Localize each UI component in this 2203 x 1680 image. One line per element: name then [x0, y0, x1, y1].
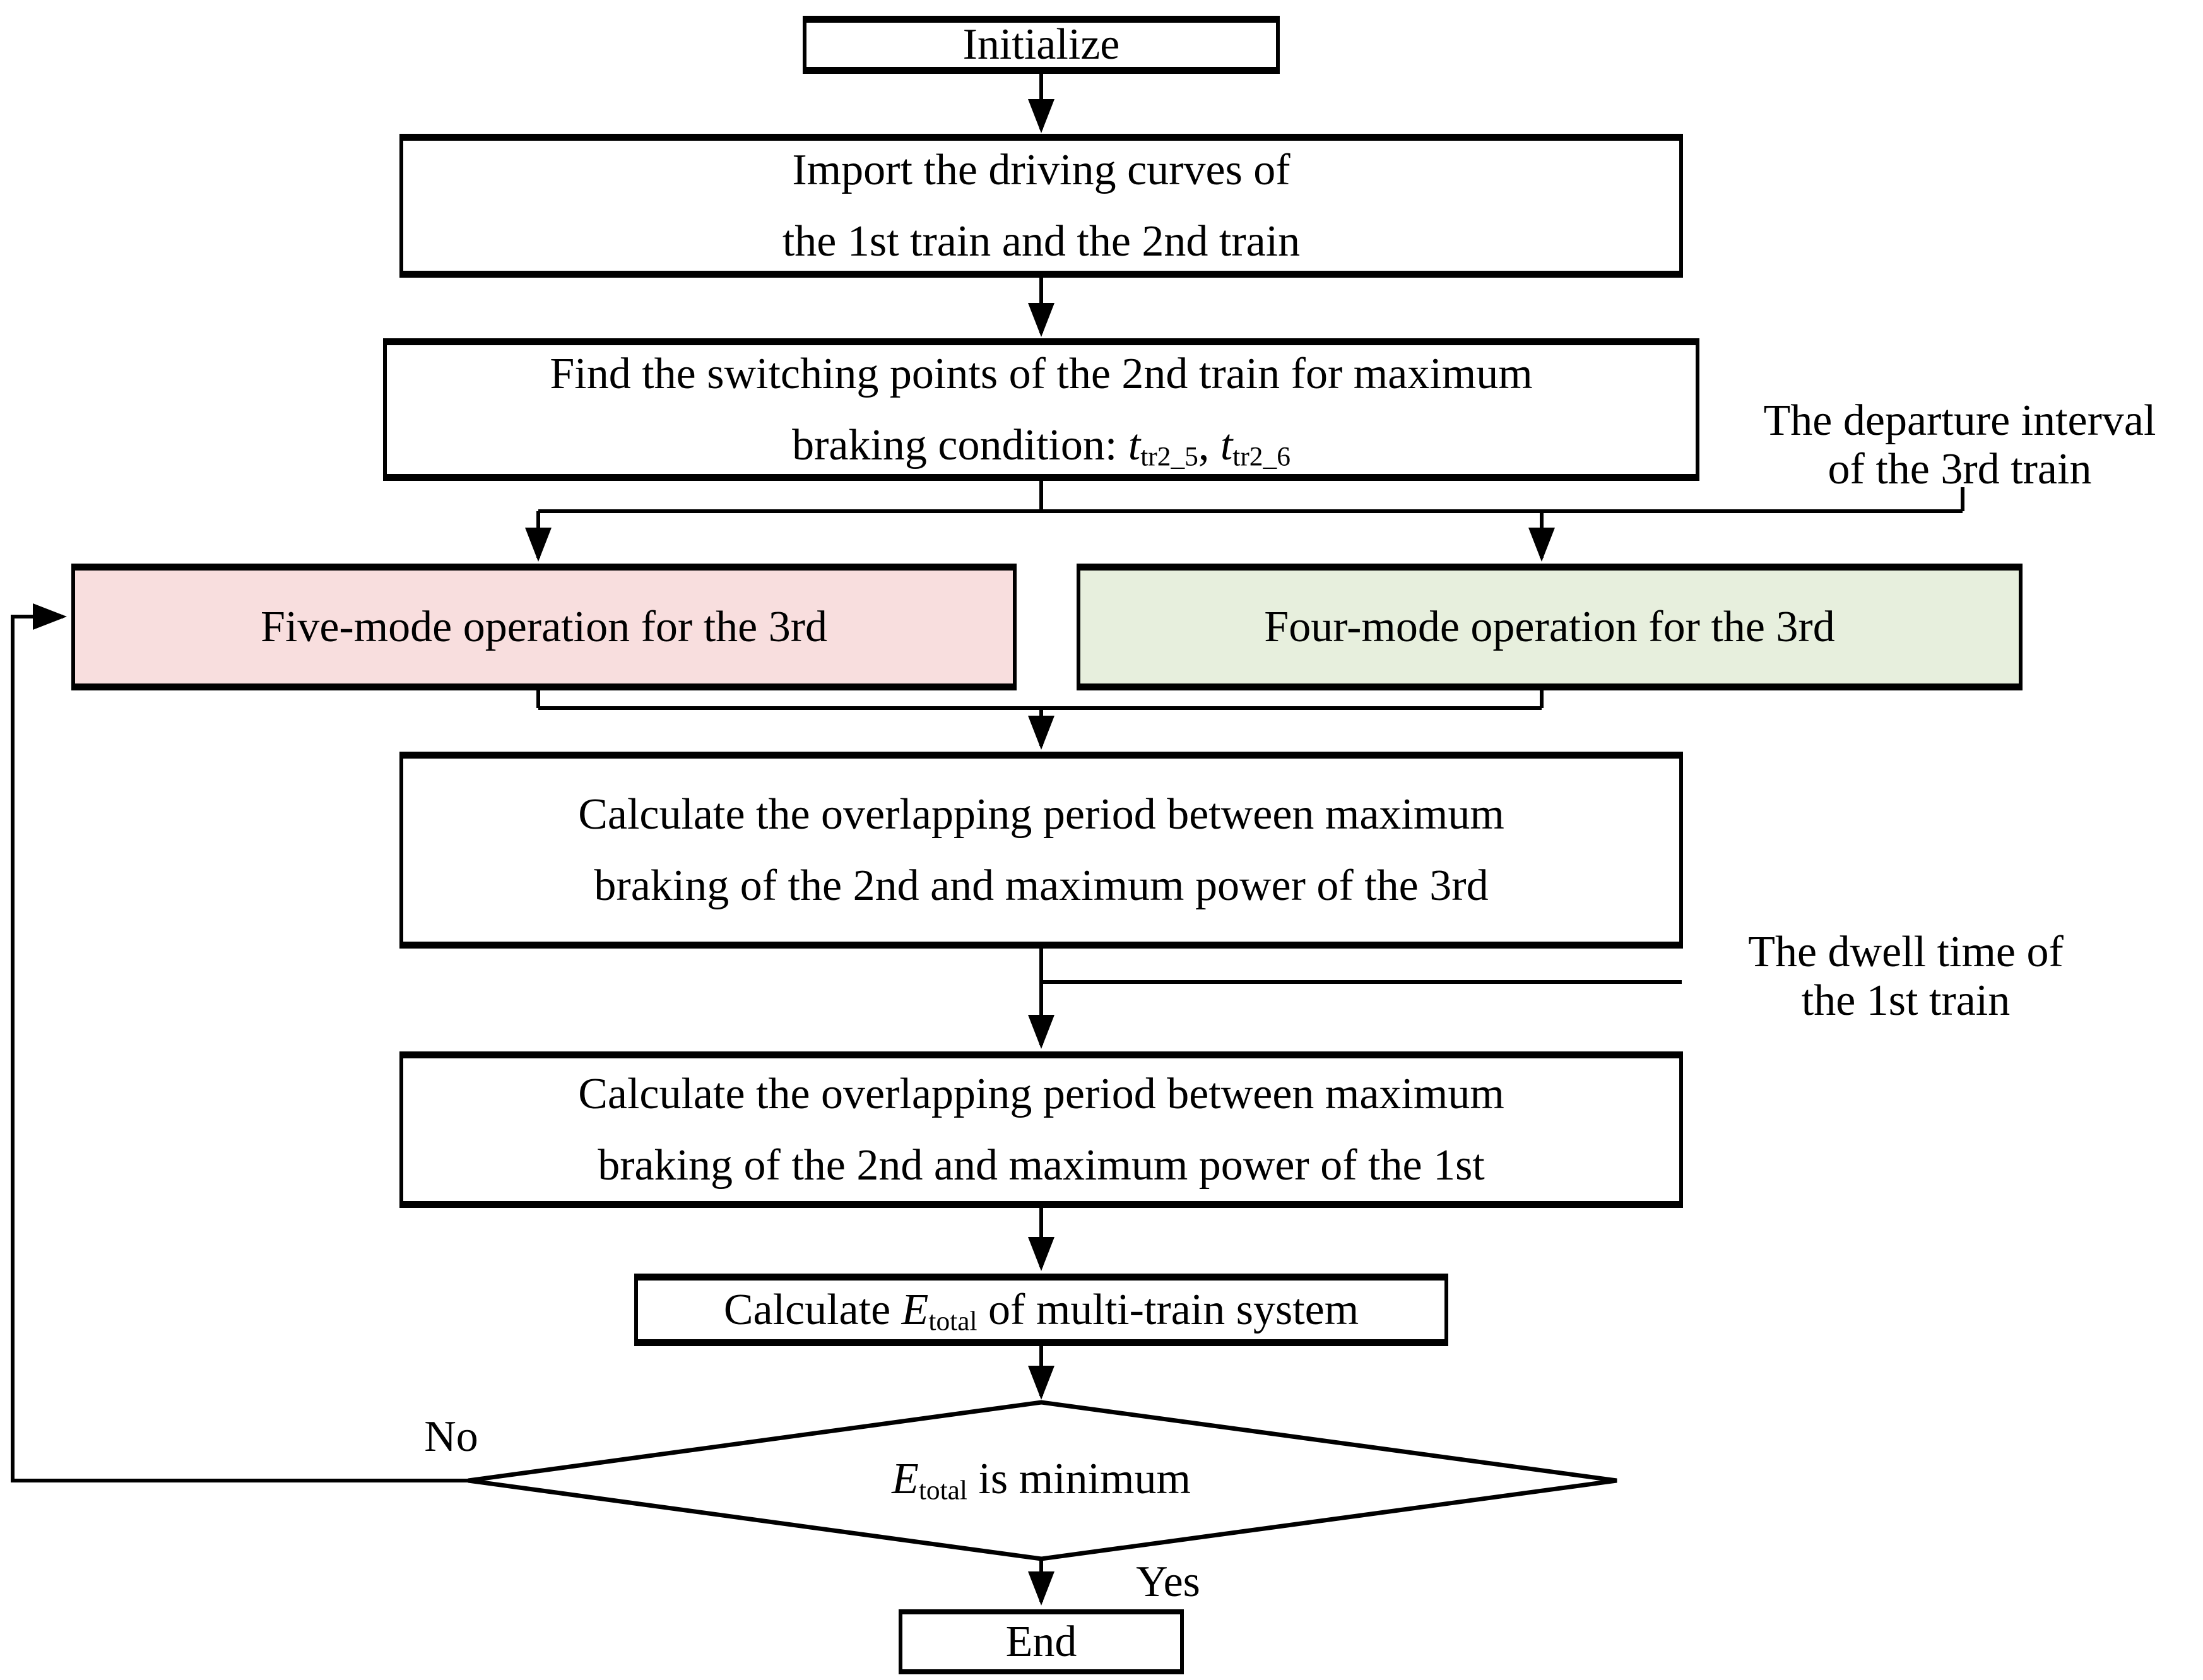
calc-etotal-prefix: Calculate: [723, 1285, 902, 1334]
find-switching-box: Find the switching points of the 2nd tra…: [383, 338, 1699, 481]
calc-etotal-box: Calculate Etotal of multi-train system: [634, 1274, 1448, 1346]
initialize-label: Initialize: [962, 20, 1120, 69]
etotal-var: E: [901, 1285, 929, 1334]
import-curves-line2: the 1st train and the 2nd train: [782, 217, 1301, 266]
decision-text: Etotal is minimum: [892, 1457, 1191, 1505]
find-switching-line1: Find the switching points of the 2nd tra…: [550, 349, 1533, 398]
dwell-time-line2: the 1st train: [1801, 976, 2011, 1025]
overlap-3rd-box: Calculate the overlapping period between…: [399, 752, 1683, 949]
overlap-1st-box: Calculate the overlapping period between…: [399, 1051, 1683, 1208]
four-mode-box: Four-mode operation for the 3rd: [1077, 564, 2023, 690]
decision-var: E: [892, 1454, 919, 1503]
switch-time-var-1: t: [1128, 421, 1141, 470]
overlap-3rd-line1: Calculate the overlapping period between…: [578, 790, 1504, 839]
overlap-3rd-line2: braking of the 2nd and maximum power of …: [594, 861, 1489, 910]
four-mode-label: Four-mode operation for the 3rd: [1264, 602, 1835, 651]
departure-interval-annotation: The departure interval of the 3rd train: [1716, 396, 2203, 494]
switch-time-sub-1: tr2_5: [1140, 441, 1198, 472]
overlap-1st-line2: braking of the 2nd and maximum power of …: [598, 1141, 1485, 1190]
overlap-1st-line1: Calculate the overlapping period between…: [578, 1069, 1504, 1118]
switch-time-sub-2: tr2_6: [1232, 441, 1290, 472]
decision-label: Etotal is minimum: [631, 1450, 1451, 1511]
find-switching-prefix: braking condition:: [792, 421, 1128, 470]
dwell-time-annotation: The dwell time of the 1st train: [1691, 928, 2120, 1025]
arrow-no-loop-to-five-mode: [11, 603, 468, 1482]
end-box: End: [899, 1609, 1184, 1674]
end-label: End: [1005, 1617, 1077, 1666]
yes-edge-label: Yes: [1136, 1558, 1200, 1606]
switch-time-separator: ,: [1198, 421, 1220, 470]
initialize-box: Initialize: [803, 16, 1280, 74]
decision-sub: total: [918, 1475, 967, 1506]
no-edge-label: No: [424, 1412, 478, 1461]
dwell-time-line1: The dwell time of: [1748, 928, 2064, 976]
import-curves-line1: Import the driving curves of: [792, 145, 1290, 194]
calc-etotal-suffix: of multi-train system: [977, 1285, 1359, 1334]
departure-interval-line1: The departure interval: [1763, 396, 2156, 445]
decision-suffix: is minimum: [967, 1454, 1191, 1503]
etotal-sub: total: [928, 1306, 977, 1337]
find-switching-line2: braking condition: ttr2_5, ttr2_6: [792, 410, 1290, 481]
switch-time-var-2: t: [1220, 421, 1233, 470]
five-mode-box: Five-mode operation for the 3rd: [71, 564, 1017, 690]
import-curves-box: Import the driving curves of the 1st tra…: [399, 134, 1683, 278]
five-mode-label: Five-mode operation for the 3rd: [260, 602, 828, 651]
departure-interval-line2: of the 3rd train: [1828, 445, 2092, 494]
calc-etotal-label: Calculate Etotal of multi-train system: [724, 1274, 1359, 1346]
